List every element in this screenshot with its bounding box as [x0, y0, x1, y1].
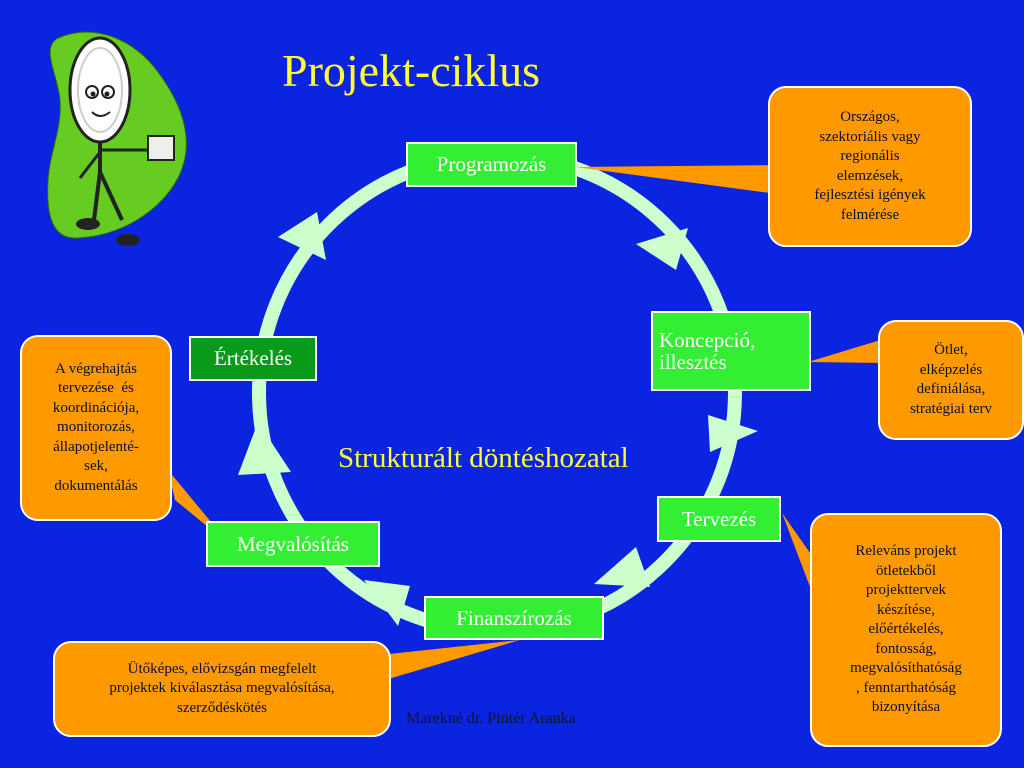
callout-line: szerződéskötés: [177, 699, 267, 716]
callout-line: Ötlet,: [934, 342, 968, 358]
node-finanszirozas: Finanszírozás: [424, 596, 604, 640]
node-label: Finanszírozás: [456, 605, 572, 630]
callout-line: definiálása,: [916, 381, 986, 397]
node-label: Tervezés: [681, 506, 757, 531]
callout-line: szektoriális vagy: [819, 128, 921, 145]
callout-koncepcio: Ötlet, elképzelés definiálása, stratégia…: [878, 320, 1024, 440]
cycle-arrow-icon: [238, 212, 758, 626]
node-label: Koncepció, illesztés: [659, 329, 755, 373]
callout-line: projektek kiválasztása megvalósítása,: [109, 680, 335, 697]
callout-text: Ötlet, elképzelés definiálása, stratégia…: [910, 341, 992, 419]
callout-line: projekttervek: [866, 582, 946, 599]
callout-line: A végrehajtás: [54, 360, 138, 377]
callout-finanszirozas: Ütőképes, elővizsgán megfelelt projektek…: [53, 641, 391, 737]
node-label: Programozás: [436, 152, 547, 177]
callout-line: fontosság,: [875, 640, 937, 657]
node-ertekeles: Értékelés: [189, 336, 317, 381]
callout-tervezes: Releváns projekt ötletekből projektterve…: [810, 513, 1002, 747]
node-label: Értékelés: [213, 346, 293, 371]
callout-programozas: Országos, szektoriális vagy regionális e…: [768, 86, 972, 247]
callout-line: stratégiai terv: [909, 400, 993, 417]
callout-line: regionális: [840, 148, 900, 164]
callout-line: Releváns projekt: [855, 543, 957, 560]
callout-line: bizonyítása: [871, 699, 941, 716]
author-credit: Marekné dr. Pintér Aranka: [406, 710, 576, 727]
node-label: Megvalósítás: [237, 531, 349, 556]
callout-text: Releváns projekt ötletekből projektterve…: [850, 542, 962, 718]
callout-line: Országos,: [840, 109, 900, 125]
callout-line: felmérése: [840, 206, 900, 223]
callout-text: A végrehajtás tervezése és koordinációja…: [53, 360, 139, 497]
callout-line: előértékelés,: [868, 621, 944, 638]
callout-line: elemzések,: [836, 167, 904, 184]
node-koncepcio: Koncepció, illesztés: [651, 311, 811, 391]
callout-text: Országos, szektoriális vagy regionális e…: [814, 108, 925, 225]
callout-text: Ütőképes, elővizsgán megfelelt projektek…: [109, 660, 334, 719]
node-label-line: illesztés: [659, 350, 727, 374]
callout-line: tervezése és: [58, 380, 134, 397]
node-tervezes: Tervezés: [657, 496, 781, 542]
callout-line: elképzelés: [919, 361, 983, 378]
node-programozas: Programozás: [406, 142, 577, 187]
callout-ertekeles: A végrehajtás tervezése és koordinációja…: [20, 335, 172, 521]
callout-line: megvalósíthatóság: [850, 660, 962, 677]
satellite-dish-cartoon-icon: [47, 31, 187, 246]
callout-line: fejlesztési igények: [814, 187, 926, 203]
callout-line: dokumentálás: [54, 477, 138, 494]
slide-title: Projekt-ciklus: [282, 45, 541, 96]
node-megvalositas: Megvalósítás: [206, 521, 380, 567]
callout-line: sek,: [84, 458, 108, 475]
callout-line: koordinációja,: [52, 399, 140, 416]
callout-line: állapotjelenté-: [53, 438, 139, 455]
center-label: Strukturált döntéshozatal: [338, 442, 629, 474]
callout-line: ötletekből: [876, 562, 936, 579]
node-label-line: Koncepció,: [659, 327, 756, 352]
callout-line: Ütőképes, elővizsgán megfelelt: [127, 660, 317, 677]
callout-line: készítése,: [877, 601, 935, 618]
callout-line: , fenntarthatóság: [856, 679, 956, 696]
callout-line: monitorozás,: [57, 419, 135, 436]
